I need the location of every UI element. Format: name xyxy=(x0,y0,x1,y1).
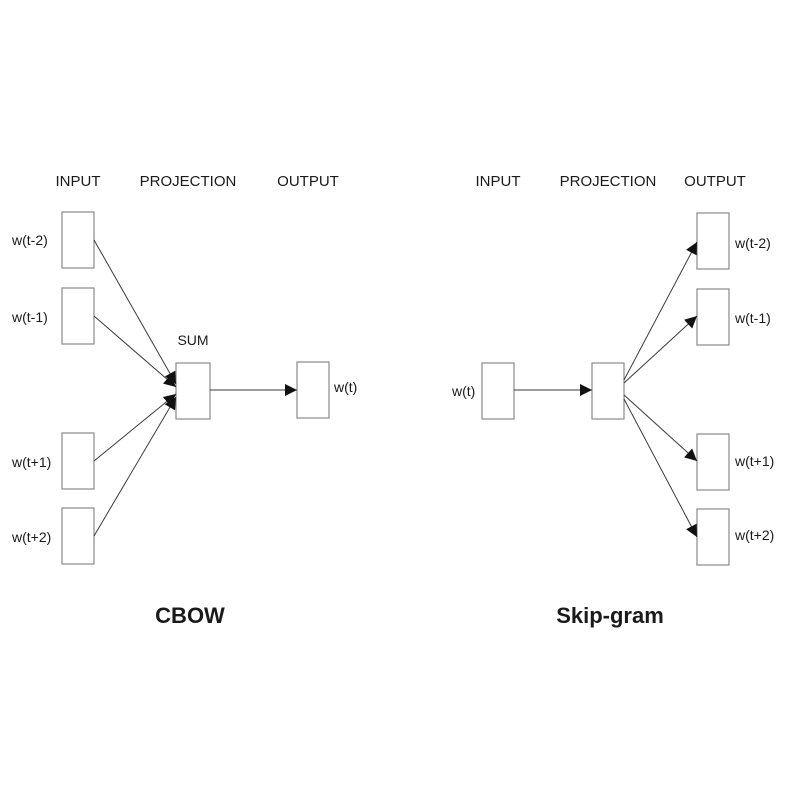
skipgram-output-box xyxy=(696,212,730,270)
cbow-sum-label: SUM xyxy=(177,332,208,348)
cbow-input-box xyxy=(61,287,95,345)
skipgram-output-header: OUTPUT xyxy=(684,173,746,190)
skipgram-edge-arrow xyxy=(623,394,698,462)
skipgram-input-box xyxy=(481,362,515,420)
cbow-input-label: w(t-1) xyxy=(11,309,48,325)
skipgram-output-box xyxy=(696,288,730,346)
skipgram-edge-arrow xyxy=(623,315,698,384)
cbow-edge-arrow xyxy=(93,315,177,388)
cbow-edge-arrow xyxy=(93,239,177,385)
skipgram-title: Skip-gram xyxy=(556,603,664,628)
cbow-input-label: w(t+2) xyxy=(11,529,51,545)
skipgram-output-box xyxy=(696,433,730,491)
skipgram-input-header: INPUT xyxy=(476,173,521,190)
skipgram-output-label: w(t-2) xyxy=(734,235,771,251)
cbow-edge-arrow xyxy=(93,393,177,462)
cbow-title: CBOW xyxy=(155,603,225,628)
cbow-input-box xyxy=(61,211,95,269)
skipgram-edge-arrow xyxy=(623,241,698,381)
cbow-output-header: OUTPUT xyxy=(277,173,339,190)
cbow-input-header: INPUT xyxy=(56,173,101,190)
skipgram-input-label: w(t) xyxy=(451,383,475,399)
cbow-input-label: w(t+1) xyxy=(11,454,51,470)
cbow-edge-arrow xyxy=(93,396,177,537)
cbow-input-label: w(t-2) xyxy=(11,232,48,248)
cbow-projection-box xyxy=(175,362,211,420)
skipgram-output-box xyxy=(696,508,730,566)
cbow-input-box xyxy=(61,507,95,565)
skipgram-diagram: INPUT PROJECTION OUTPUT w(t) w(t-2) w(t-… xyxy=(451,173,774,628)
cbow-diagram: INPUT PROJECTION OUTPUT w(t-2) w(t-1) w(… xyxy=(11,173,357,628)
cbow-output-box xyxy=(296,361,330,419)
skipgram-edge-arrow xyxy=(623,398,698,538)
skipgram-output-label: w(t+2) xyxy=(734,527,774,543)
skipgram-projection-header: PROJECTION xyxy=(560,173,657,190)
cbow-input-box xyxy=(61,432,95,490)
cbow-output-label: w(t) xyxy=(333,379,357,395)
skipgram-output-label: w(t+1) xyxy=(734,453,774,469)
skipgram-projection-box xyxy=(591,362,625,420)
cbow-projection-header: PROJECTION xyxy=(140,173,237,190)
skipgram-output-label: w(t-1) xyxy=(734,310,771,326)
